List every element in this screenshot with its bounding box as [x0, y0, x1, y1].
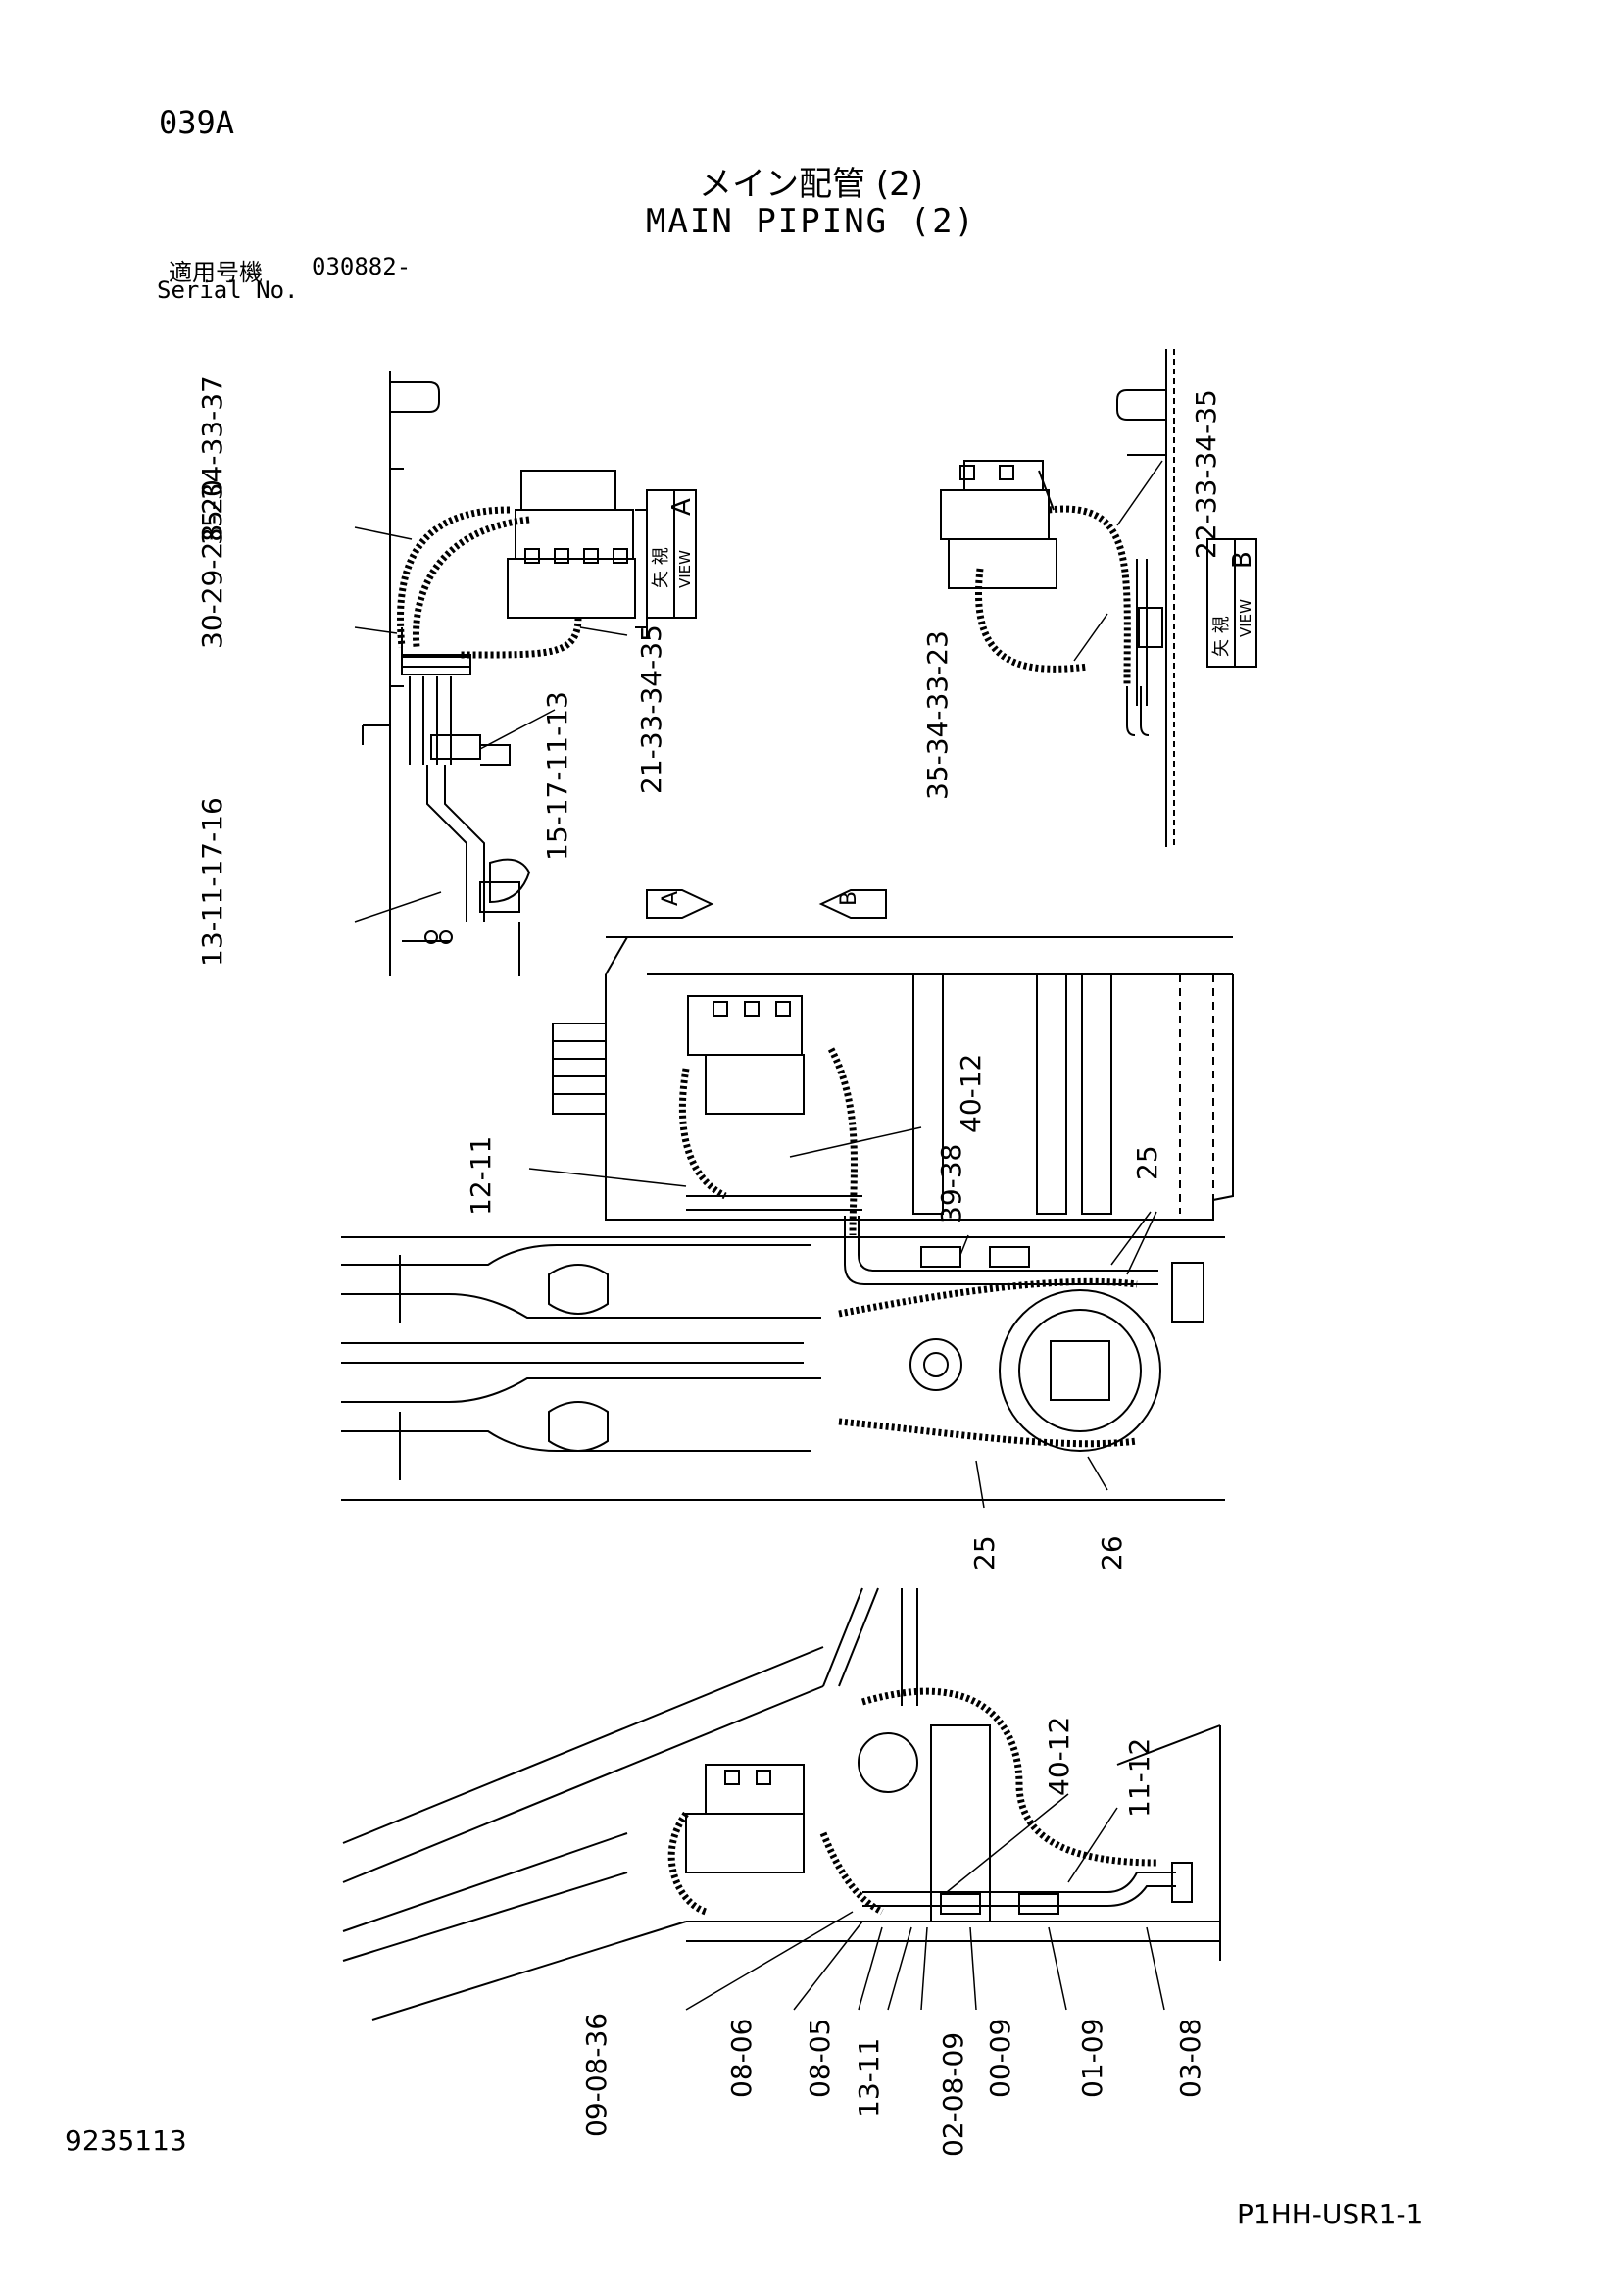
callout-12-11-plan: 12-11 [465, 1136, 497, 1216]
hose-plan [678, 1047, 1138, 1448]
callout-25-plan-upper: 25 [1131, 1145, 1163, 1180]
callout-08-05: 08-05 [804, 2019, 836, 2098]
hose-assembly-a [397, 506, 582, 659]
callout-11-12-iso: 11-12 [1123, 1738, 1155, 1818]
serial-label-japanese: 適用号機 [169, 259, 263, 286]
callout-15-17-11-13: 15-17-11-13 [541, 691, 573, 861]
callout-09-08-36: 09-08-36 [580, 2013, 613, 2137]
page-code: 039A [159, 104, 235, 141]
sheet-code: P1HH-USR1-1 [1237, 2198, 1424, 2230]
page-title-english: MAIN PIPING (2) [645, 202, 977, 241]
callout-13-11-iso: 13-11 [853, 2038, 885, 2118]
hose-iso [667, 1687, 1157, 1916]
callout-35-34-33-23: 35-34-33-23 [921, 630, 954, 800]
hose-assembly-b [975, 505, 1131, 687]
callout-08-06: 08-06 [725, 2019, 758, 2098]
document-number: 9235113 [65, 2124, 187, 2157]
view-a-en-label: VIEW [676, 550, 694, 588]
callout-21-33-34-35: 21-33-34-35 [635, 624, 667, 794]
callout-13-11-17-16: 13-11-17-16 [196, 797, 228, 967]
view-arrow-a [646, 889, 714, 919]
view-b-letter: B [1228, 551, 1257, 569]
view-arrow-b [818, 889, 887, 919]
serial-number: 030882- [312, 253, 412, 280]
callout-35-34-33-37: 35-34-33-37 [196, 375, 228, 545]
callout-25-plan-lower: 25 [968, 1535, 1001, 1571]
view-b-label-box [1206, 538, 1257, 668]
callout-26-plan: 26 [1096, 1535, 1128, 1571]
view-a-letter: A [667, 498, 697, 516]
callout-22-33-34-35: 22-33-34-35 [1190, 389, 1222, 559]
isometric-view: 40-12 11-12 09-08-36 08-06 08-05 13-11 0… [342, 1587, 1221, 2157]
callout-40-12-plan: 40-12 [955, 1054, 987, 1133]
callout-30-29-28-20: 30-29-28-20 [196, 479, 228, 649]
view-a-label-box [646, 489, 697, 619]
view-arrow-a-letter: A [659, 891, 683, 906]
control-valve-block-b [940, 460, 1057, 589]
view-b-jp-label: 矢 視 [1211, 616, 1232, 657]
plan-view-frame: A B [341, 889, 1234, 1571]
boom-structure [341, 1236, 1225, 1501]
view-arrow-b-letter: B [837, 891, 861, 906]
control-valve-plan [687, 995, 805, 1115]
view-a-detail: 矢 視 VIEW A 35-34-33-37 30-29-28-20 21-33… [196, 371, 697, 976]
callout-02-08-09: 02-08-09 [937, 2032, 969, 2157]
control-valve-iso [685, 1764, 805, 1873]
callout-01-09: 01-09 [1076, 2019, 1108, 2098]
page-title-japanese: メイン配管 (2) [699, 165, 923, 204]
swing-bearing [909, 1289, 1161, 1452]
view-b-en-label: VIEW [1237, 599, 1254, 637]
control-valve-block-a [507, 470, 648, 637]
view-a-jp-label: 矢 視 [651, 547, 671, 588]
callout-03-08: 03-08 [1174, 2019, 1206, 2098]
callout-00-09: 00-09 [984, 2019, 1016, 2098]
serial-label-english: Serial No. [157, 276, 299, 304]
callout-40-12-iso: 40-12 [1043, 1717, 1075, 1796]
callout-39-38-plan: 39-38 [935, 1144, 967, 1223]
view-b-detail: 矢 視 VIEW B 22-33-34-35 35-34-33-23 [921, 349, 1257, 847]
